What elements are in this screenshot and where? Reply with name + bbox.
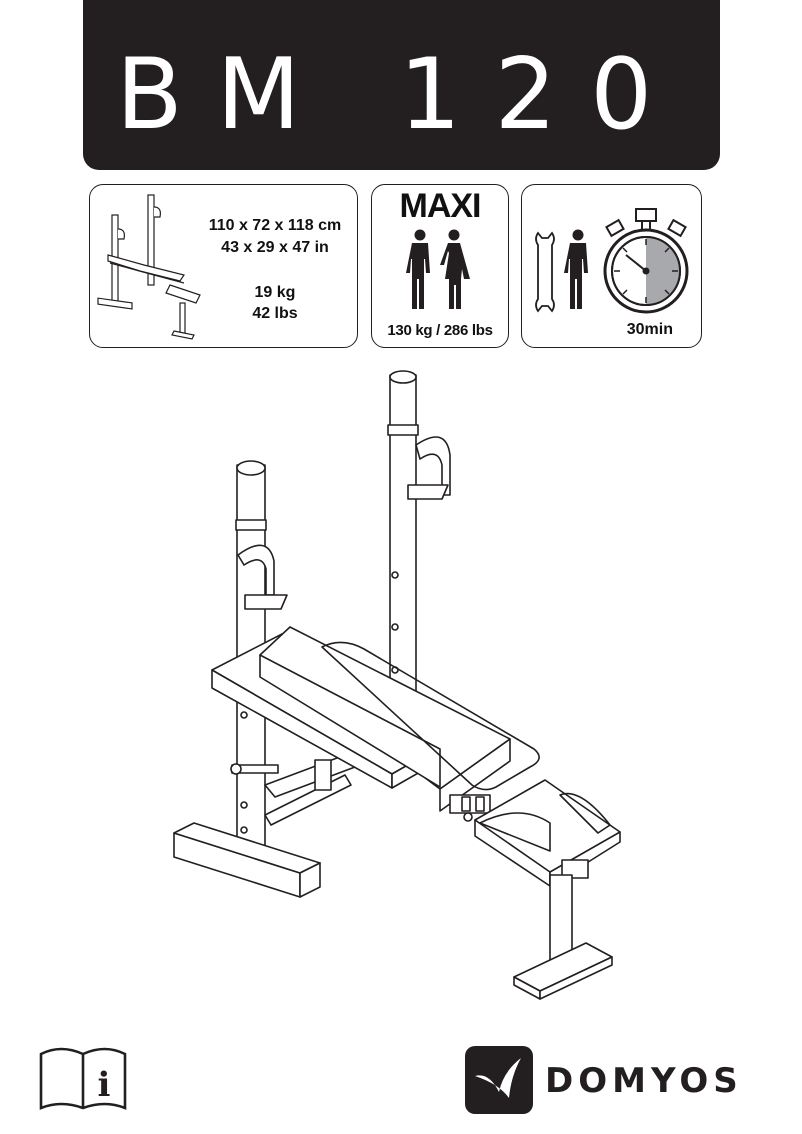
- dimensions-metric: 110 x 72 x 118 cm: [208, 217, 342, 234]
- assembly-duration: 30min: [626, 321, 673, 338]
- weight-metric: 19 kg: [254, 284, 296, 301]
- max-user-box: MAXI 130 kg / 286 lbs: [371, 184, 509, 348]
- person-icon: [564, 229, 588, 309]
- assembly-time-box: 30min: [521, 184, 702, 348]
- dimensions-box: 110 x 72 x 118 cm 43 x 29 x 47 in 19 kg …: [89, 184, 358, 348]
- bench-thumbnail-icon: [97, 194, 201, 340]
- domyos-logo-icon: [465, 1046, 533, 1114]
- manual-info-icon: i: [39, 1047, 127, 1110]
- svg-text:i: i: [98, 1065, 111, 1105]
- brand-name: DOMYOS: [545, 1061, 743, 1101]
- stopwatch-icon: [603, 208, 689, 314]
- weight-imperial: 42 lbs: [252, 305, 298, 322]
- title-banner: BM 120: [83, 0, 720, 170]
- users-icon: [406, 229, 470, 309]
- dimensions-imperial: 43 x 29 x 47 in: [221, 239, 329, 256]
- maxi-label: MAXI: [399, 187, 482, 225]
- product-title: BM 120: [116, 38, 686, 152]
- weight-bench-illustration: [173, 370, 621, 1000]
- max-load: 130 kg / 286 lbs: [387, 322, 493, 339]
- wrench-icon: [535, 231, 555, 313]
